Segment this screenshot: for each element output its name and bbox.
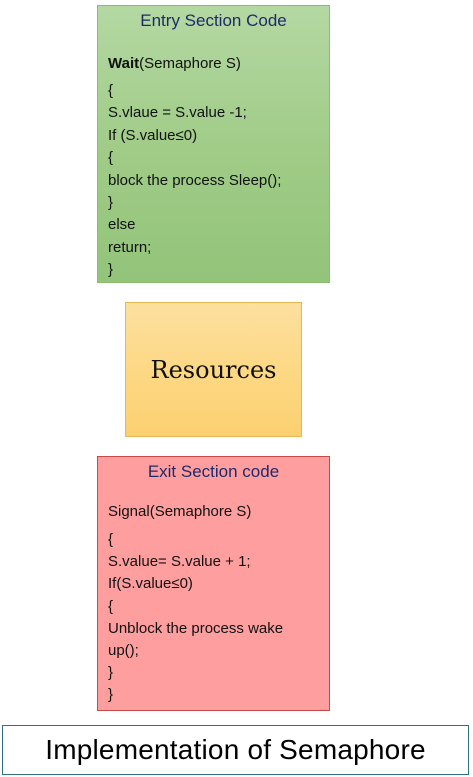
code-line: block the process Sleep(); [108, 171, 282, 189]
caption-title: Implementation of Semaphore [45, 734, 426, 765]
code-line: If(S.value≤0) [108, 575, 193, 593]
code-line: } [108, 686, 114, 704]
code-line: { [108, 531, 114, 548]
resources-label: Resources [150, 355, 277, 384]
code-line: Unblock the process wake [108, 619, 284, 637]
entry-code-block: { S.vlaue = S.value -1; If (S.value≤0) {… [108, 80, 325, 282]
code-line: S.vlaue = S.value -1; [108, 104, 247, 122]
wait-parameters: (Semaphore S) [139, 55, 241, 72]
caption-box: Implementation of Semaphore [2, 725, 469, 775]
exit-signature: Signal(Semaphore S) [108, 503, 252, 520]
resources-box: Resources [125, 302, 302, 437]
code-line: } [108, 194, 114, 212]
exit-section-title: Exit Section code [147, 462, 280, 481]
exit-section-box: Exit Section code Signal(Semaphore S) { … [97, 456, 330, 711]
entry-section-box: Entry Section Code Wait(Semaphore S) { S… [97, 5, 330, 283]
code-line: { [108, 597, 114, 615]
entry-signature: Wait(Semaphore S) [108, 53, 325, 75]
entry-section-title: Entry Section Code [140, 11, 287, 30]
code-line: If (S.value≤0) [108, 126, 198, 144]
code-line: return; [108, 238, 152, 256]
code-line: else [108, 216, 136, 234]
code-line: } [108, 261, 114, 279]
wait-keyword: Wait [108, 55, 140, 72]
code-line: up(); [108, 642, 139, 660]
code-line: { [108, 149, 114, 167]
exit-code-block: { S.value= S.value + 1; If(S.value≤0) { … [108, 529, 325, 707]
code-line: { [108, 82, 114, 99]
code-line: S.value= S.value + 1; [108, 553, 251, 571]
code-line: } [108, 664, 114, 682]
